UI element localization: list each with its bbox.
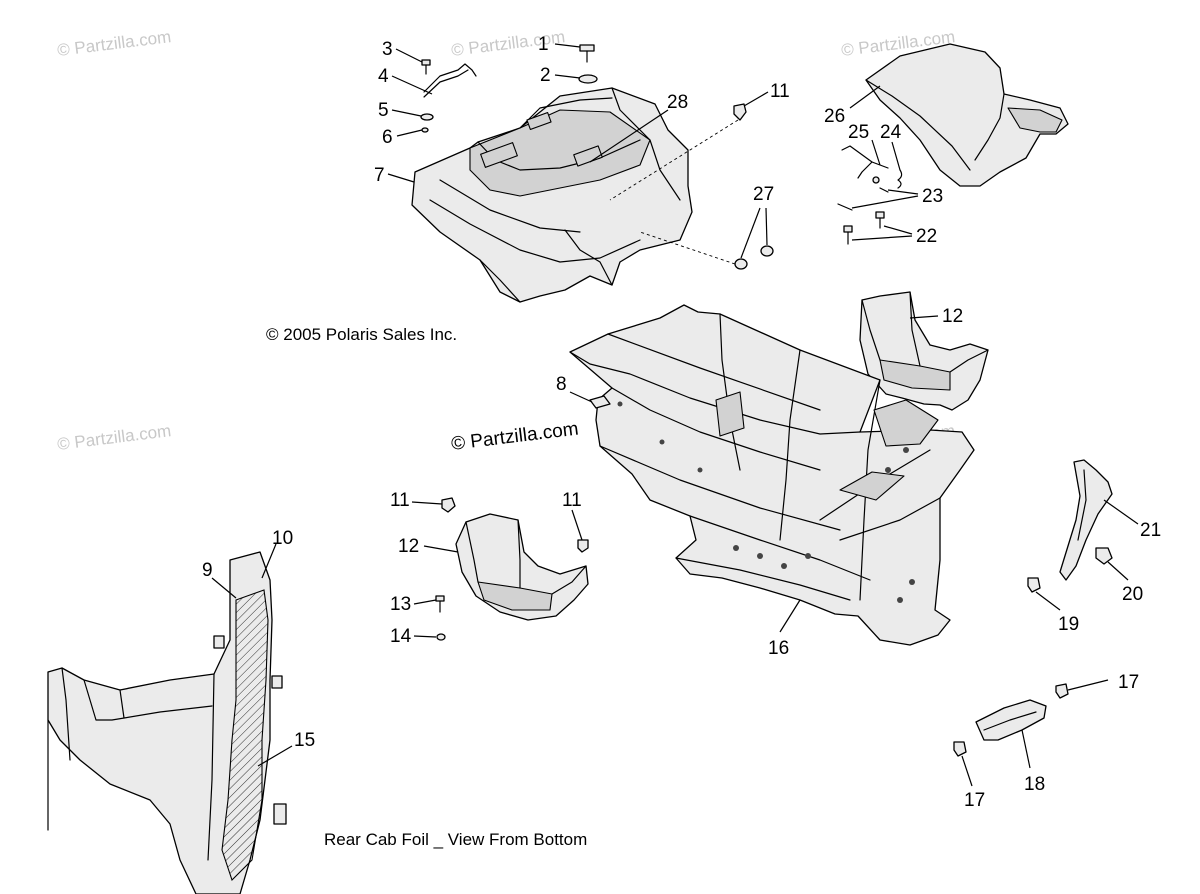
bolt-part-13 bbox=[435, 595, 445, 613]
footwell-right-part-12 bbox=[859, 291, 989, 411]
callout-12-lower: 12 bbox=[398, 536, 419, 557]
callout-6: 6 bbox=[382, 127, 393, 148]
hardware-bolt-part-1 bbox=[579, 44, 595, 63]
callout-22: 22 bbox=[916, 226, 937, 247]
callout-25: 25 bbox=[848, 122, 869, 143]
latch-part-25 bbox=[841, 145, 889, 184]
pin-part-22 bbox=[843, 211, 885, 245]
callout-19: 19 bbox=[1058, 614, 1079, 635]
nut-part-14 bbox=[436, 633, 446, 641]
grommet-part-27 bbox=[734, 245, 774, 270]
bracket-part-18 bbox=[975, 699, 1047, 741]
callout-17-left: 17 bbox=[964, 790, 985, 811]
callout-24: 24 bbox=[880, 122, 902, 143]
callout-4: 4 bbox=[378, 66, 389, 87]
callout-7: 7 bbox=[374, 165, 385, 186]
fastener-part-19 bbox=[1027, 577, 1041, 593]
seat-part-26 bbox=[865, 43, 1069, 187]
watermark-center: © Partzilla.com bbox=[450, 419, 580, 455]
fastener-part-17-left bbox=[953, 741, 967, 757]
fastener-part-11-top bbox=[733, 103, 747, 121]
callout-10: 10 bbox=[272, 528, 293, 549]
callout-14: 14 bbox=[390, 626, 412, 647]
callout-8: 8 bbox=[556, 374, 567, 395]
callout-13: 13 bbox=[390, 594, 411, 615]
callout-26: 26 bbox=[824, 106, 845, 127]
callout-20: 20 bbox=[1122, 584, 1143, 605]
copyright-text: © 2005 Polaris Sales Inc. bbox=[266, 325, 457, 344]
grommet-part-20 bbox=[1095, 547, 1113, 565]
callout-11-top: 11 bbox=[770, 81, 790, 102]
fastener-part-17-right bbox=[1055, 683, 1069, 699]
detail-caption: Rear Cab Foil _ View From Bottom bbox=[324, 830, 587, 849]
callout-18: 18 bbox=[1024, 774, 1045, 795]
callout-2: 2 bbox=[540, 65, 551, 86]
rear-fender-part-7 bbox=[411, 87, 693, 303]
rear-cab-foil-detail-part-15 bbox=[47, 551, 287, 894]
callout-27: 27 bbox=[753, 184, 774, 205]
spring-part-24 bbox=[897, 169, 903, 189]
fastener-part-11-right bbox=[577, 539, 589, 553]
callout-16: 16 bbox=[768, 638, 789, 659]
watermark-top-left: © Partzilla.com bbox=[56, 27, 172, 60]
brace-part-21 bbox=[1059, 459, 1113, 581]
footwell-left-part-12 bbox=[455, 513, 589, 621]
callout-1: 1 bbox=[538, 34, 549, 55]
watermark-top-center: © Partzilla.com bbox=[450, 27, 566, 60]
washer-part-5 bbox=[420, 113, 434, 121]
nut-part-6 bbox=[421, 127, 429, 133]
callout-5: 5 bbox=[378, 100, 389, 121]
washer-part-2 bbox=[578, 74, 598, 84]
callout-11-left: 11 bbox=[390, 490, 410, 511]
callout-9: 9 bbox=[202, 560, 213, 581]
decal-part-8 bbox=[589, 395, 611, 409]
leader-lines bbox=[211, 43, 1139, 787]
fastener-part-11-left bbox=[441, 497, 456, 513]
callout-28: 28 bbox=[667, 92, 688, 113]
callout-11-right: 11 bbox=[562, 490, 582, 511]
callout-3: 3 bbox=[382, 39, 393, 60]
watermark-mid-left: © Partzilla.com bbox=[56, 421, 172, 454]
callout-17-right: 17 bbox=[1118, 672, 1139, 693]
screw-part-3 bbox=[421, 59, 431, 75]
callout-23: 23 bbox=[922, 186, 943, 207]
frame-part-16 bbox=[569, 304, 975, 646]
bracket-part-4 bbox=[423, 63, 477, 98]
callout-15: 15 bbox=[294, 730, 315, 751]
bracket-part-23 bbox=[837, 187, 889, 211]
callout-21: 21 bbox=[1140, 520, 1161, 541]
callout-12-upper: 12 bbox=[942, 306, 963, 327]
